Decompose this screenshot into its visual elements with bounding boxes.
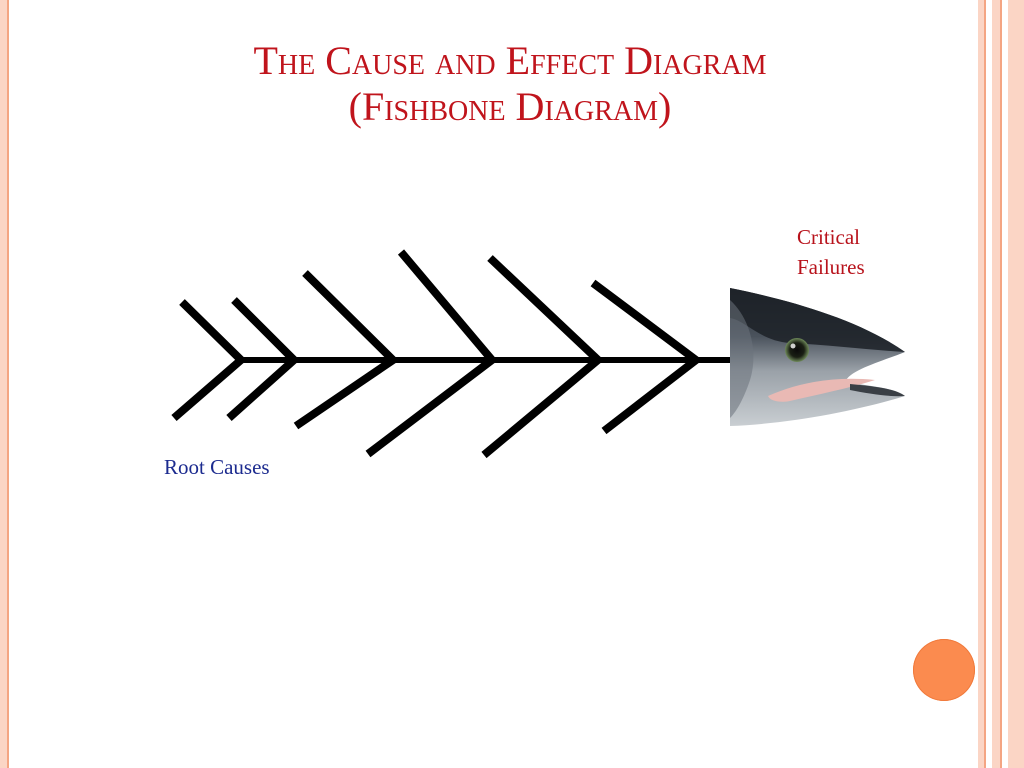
frame-stripe	[1008, 0, 1024, 768]
fishbone-rib	[365, 249, 498, 458]
slide-title-line2: (Fishbone Diagram)	[348, 84, 672, 129]
fishbone-rib	[481, 255, 605, 459]
frame-stripe	[978, 0, 984, 768]
frame-stripe	[1000, 0, 1002, 768]
effect-label: Critical Failures	[797, 222, 865, 282]
slide-title-line1: The Cause and Effect Diagram	[253, 38, 767, 83]
slide-frame-left	[0, 0, 9, 768]
effect-label-line1: Critical	[797, 225, 860, 249]
slide-title: The Cause and Effect Diagram (Fishbone D…	[60, 38, 960, 130]
slide-frame-right	[978, 0, 1024, 768]
fishbone-rib	[590, 279, 703, 435]
frame-stripe	[984, 0, 986, 768]
fishbone-rib	[226, 297, 300, 421]
fishbone-rib	[293, 270, 400, 430]
fishbone-rib	[171, 299, 247, 422]
fish-head-illustration	[730, 288, 905, 426]
decorative-orange-circle	[913, 639, 975, 701]
frame-stripe	[992, 0, 1000, 768]
effect-label-line2: Failures	[797, 255, 865, 279]
root-causes-label: Root Causes	[164, 455, 270, 479]
